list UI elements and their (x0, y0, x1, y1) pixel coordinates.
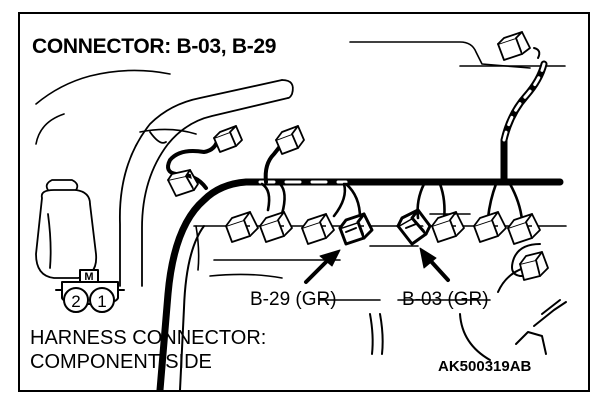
caption-line-2: COMPONENT SIDE (30, 351, 212, 373)
connector-top-left-1 (167, 169, 199, 197)
label-b03: B-03 (GR) (402, 289, 489, 310)
connector-top-center (275, 125, 305, 155)
connector-row-4 (431, 211, 465, 243)
connector-top-right (497, 31, 531, 61)
pin-circle-1 (89, 287, 115, 313)
lower-right-wiring (369, 243, 567, 361)
coolant-hose (119, 79, 294, 287)
sub-wire-harness (500, 47, 548, 184)
component-symbol-text: M 2 1 (71, 271, 106, 311)
connector-row-2 (259, 211, 293, 243)
component-symbol (55, 269, 125, 313)
diagram-title: CONNECTOR: B-03, B-29 (32, 35, 277, 58)
pin-1-label: 1 (97, 292, 106, 311)
engine-outline (35, 41, 567, 301)
connector-b29 (338, 212, 374, 246)
connector-row-3 (301, 213, 335, 245)
diagram-frame: M 2 1 CONNECTOR: B-03, B-29 B-29 (GR) B-… (18, 12, 590, 392)
connector-row-1 (225, 211, 259, 243)
callout-arrowheads (319, 247, 437, 269)
caption-line-1: HARNESS CONNECTOR: (30, 327, 267, 349)
harness-illustration: M 2 1 (35, 31, 567, 390)
symbol-letter: M (84, 271, 93, 283)
pin-circle-2 (63, 287, 89, 313)
connector-b03 (396, 208, 432, 246)
connector-row-6 (507, 213, 541, 245)
reservoir-bottle (35, 179, 98, 279)
label-b29: B-29 (GR) (250, 289, 337, 310)
main-wire-harness (156, 178, 564, 390)
target-connectors (338, 208, 432, 246)
small-connectors (167, 31, 549, 281)
pin-2-label: 2 (71, 292, 80, 311)
branch-wires (260, 182, 524, 222)
connector-row-5 (473, 211, 507, 243)
connector-top-left-2 (213, 125, 243, 153)
connector-lower-right (519, 251, 549, 281)
reference-code: AK500319AB (438, 358, 532, 375)
